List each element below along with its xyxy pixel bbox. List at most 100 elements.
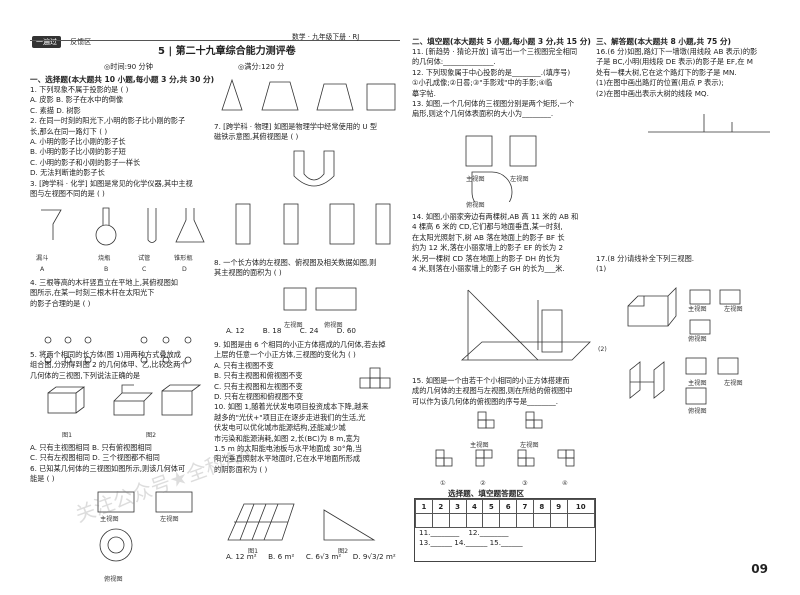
q6-label-left: 左视图	[160, 516, 179, 523]
col2c-line: C. 只有主视图和左视图不变	[214, 381, 303, 391]
col2c-line: 上层的任意一个小正方体,三视图的变化为 ( )	[214, 350, 356, 360]
col1-line: C. 素描 D. 树影	[30, 105, 81, 115]
q3-label-2: 烧瓶	[98, 255, 111, 262]
col4-line: (1)在图中画出路灯的位置(用点 P 表示);	[596, 78, 724, 88]
col1-q5: 5. 将两个相同的长方体(图 1)用两种方式叠放成组合图,分别得到图 2 的几何…	[30, 350, 187, 381]
q8-label-top: 俯视图	[324, 322, 343, 329]
q10-fig1: 图1	[248, 548, 259, 555]
col2b-line: 8. 一个长方体的左视图、俯视图及相关数据如图,则	[214, 258, 377, 267]
q15-figure	[435, 411, 575, 467]
col1-line: A. 皮影 B. 影子在水中的倒像	[30, 95, 124, 105]
col4-q17: 17.(8 分)请线补全下列三视图.(1)	[596, 254, 694, 275]
col2-line: 7. [跨学科 · 物理] 如图是物理学中经常使用的 U 型	[214, 122, 378, 131]
q3-figure	[41, 207, 205, 246]
q3-label-3: 试管	[138, 255, 151, 262]
col2c-line: 越多的"光伏+"项目正在逐步走进我们的生活,光	[214, 412, 366, 422]
col1d-line: 6. 已知某几何体的三视图如图所示,则该几何体可	[30, 463, 186, 473]
col1-line: 1. 下列现象不属于投影的是 ( )	[30, 85, 129, 94]
col1-line: C. 小明的影子和小刚的影子一样长	[30, 157, 141, 167]
col4b-line: (1)	[596, 264, 607, 274]
col1-line: D. 无法判断谁的影子长	[30, 168, 105, 178]
q17-1-front: 主视图	[688, 306, 707, 313]
q7-magnet	[293, 150, 335, 187]
col2c-line: 1.5 m 的太阳能电池板与水平地面成 30°角,当	[214, 444, 363, 454]
q5-fig1: 图1	[62, 432, 73, 439]
q3-choice-d: D	[182, 266, 187, 273]
col3-line: 11. [新趋势 · 猜论开放] 请写出一个三视图完全相同	[412, 47, 578, 56]
q9-cubes	[359, 367, 391, 389]
q3-choice-a: A	[40, 266, 45, 273]
col2c-line: D. 只有左视图和俯视图不变	[214, 392, 304, 402]
col3-line: 摹字帖.	[412, 88, 436, 98]
col3-q15: 15. 如图是一个由若干个小相同的小正方体搭建而成的几何体的主视图与左视图,则在…	[412, 376, 572, 407]
q8-choices: A. 12 B. 18 C. 24 D. 60	[226, 326, 356, 335]
q14-figure	[460, 289, 591, 361]
col2c-line: 的阴影面积为 ( )	[214, 464, 268, 474]
q17-2-top: 俯视图	[688, 408, 707, 415]
col1-q1-q3: 一、选择题(本大题共 10 小题,每小题 3 分,共 30 分)1. 下列现象不…	[30, 74, 214, 199]
col3c-line: 可以作为该几何体的俯视图的序号是________.	[412, 396, 559, 406]
col4-q16: 三、解答题(本大题共 8 小题,共 75 分)16.(6 分)如图,路灯下一墙墩…	[596, 36, 757, 99]
q16-figure	[648, 114, 770, 133]
q17-figure-1	[627, 287, 741, 335]
col3b-line: 在太阳光照射下,树 AB 落在地面上的影子 BF 长	[412, 232, 565, 242]
col2c-line: 10. 如图 1,随着光伏发电项目投资成本下降,越来	[214, 402, 369, 412]
q3-choice-c: C	[142, 266, 147, 273]
col3-line: 扇形,则这个几何体表面积的大小为________.	[412, 109, 554, 119]
q13-figure	[465, 135, 537, 202]
col1-line: 图与左视图不同的是 ( )	[30, 189, 105, 199]
q15-opt3: ③	[522, 480, 528, 487]
col3-line: 13. 如图,一个几何体的三视图分别是两个矩形,一个	[412, 99, 575, 109]
q6-figure	[97, 491, 193, 562]
q10-choices: A. 12 m² B. 6 m² C. 6√3 m² D. 9√3/2 m²	[226, 552, 396, 561]
col1d-line: A. 只有主视图相同 B. 只有俯视图相同	[30, 443, 152, 452]
col2c-line: 市污染和能源消耗,如图 2,长(BC)为 8 m,宽为	[214, 433, 360, 443]
col2-q9-q10: 9. 如图是由 6 个相同的小正方体搭成的几何体,若去掉上层的任意一个小正方体,…	[214, 340, 386, 475]
q13-label-top: 俯视图	[466, 202, 485, 209]
header-rule	[30, 40, 400, 41]
q6-label-top: 俯视图	[104, 576, 123, 583]
q15-label-front: 主视图	[470, 442, 489, 449]
brand-badge: 一遍过	[32, 36, 61, 48]
q4-figure	[44, 336, 192, 364]
q6-options	[221, 78, 396, 111]
col2-line: 磁铁示意图,其俯视图是 ( )	[214, 132, 299, 142]
q17-figure-2	[629, 357, 739, 405]
q17-1-top: 俯视图	[688, 336, 707, 343]
col3b-line: 4 棵高 6 米的 CD,它们都与地面垂直,某一时刻,	[412, 222, 563, 232]
q17-2-left: 左视图	[724, 380, 743, 387]
col2c-line: 阳光垂直照射水平地面时,它在水平地面所形成	[214, 454, 361, 464]
col3b-line: 14. 如图,小丽家旁边有两棵树,AB 高 11 米的 AB 和	[412, 212, 579, 221]
q10-fig2: 图2	[338, 548, 349, 555]
q8-label-left: 左视图	[284, 322, 303, 329]
col2c-line: 9. 如图是由 6 个相同的小正方体搭成的几何体,若去掉	[214, 340, 386, 349]
col1-line: 3. [跨学科 · 化学] 如图是常见的化学仪器,其中主视	[30, 178, 193, 188]
col3-line: 12. 下列现象属于中心投影的是________.(填序号)	[412, 67, 571, 77]
col1c-line: 几何体的三视图,下列说法正确的是	[30, 370, 141, 380]
q17-2-label: (2)	[598, 346, 607, 353]
q5-figure	[47, 384, 202, 416]
q13-label-front: 主视图	[466, 176, 485, 183]
col2c-line: 伏发电可以优化城市能源结构,还能减少城	[214, 423, 346, 433]
col3-line: 的几何体:______________.	[412, 57, 496, 67]
col4-line: 三、解答题(本大题共 8 小题,共 75 分)	[596, 37, 731, 46]
page-number: 09	[751, 562, 768, 576]
col1-line: 一、选择题(本大题共 10 小题,每小题 3 分,共 30 分)	[30, 75, 215, 84]
col1-line: B. 小明的影子比小刚的影子短	[30, 147, 126, 157]
score-label: ◎满分:120 分	[238, 62, 285, 71]
col4b-line: 17.(8 分)请线补全下列三视图.	[596, 254, 695, 263]
answer-blank-row[interactable]	[415, 513, 596, 528]
col1c-line: 5. 将两个相同的长方体(图 1)用两种方式叠放成	[30, 350, 181, 359]
answer-area-title: 选择题、填空题答题区	[448, 489, 524, 498]
q17-2-front: 主视图	[688, 380, 707, 387]
col1b-line: 4. 三根等高的木杆竖直立在平地上,其俯视图如	[30, 278, 178, 287]
time-label: ◎时间:90 分钟	[104, 62, 153, 71]
col3b-line: 约为 12 米,落在小丽家墙上的影子 EF 的长为 2	[412, 243, 564, 253]
fill-blanks[interactable]: 11.________ 12.________ 13.______ 14.___…	[419, 528, 523, 548]
col2-q7: 7. [跨学科 · 物理] 如图是物理学中经常使用的 U 型磁铁示意图,其俯视图…	[214, 122, 377, 143]
col2-q8: 8. 一个长方体的左视图、俯视图及相关数据如图,则其主视图的面积为 ( )	[214, 258, 376, 279]
